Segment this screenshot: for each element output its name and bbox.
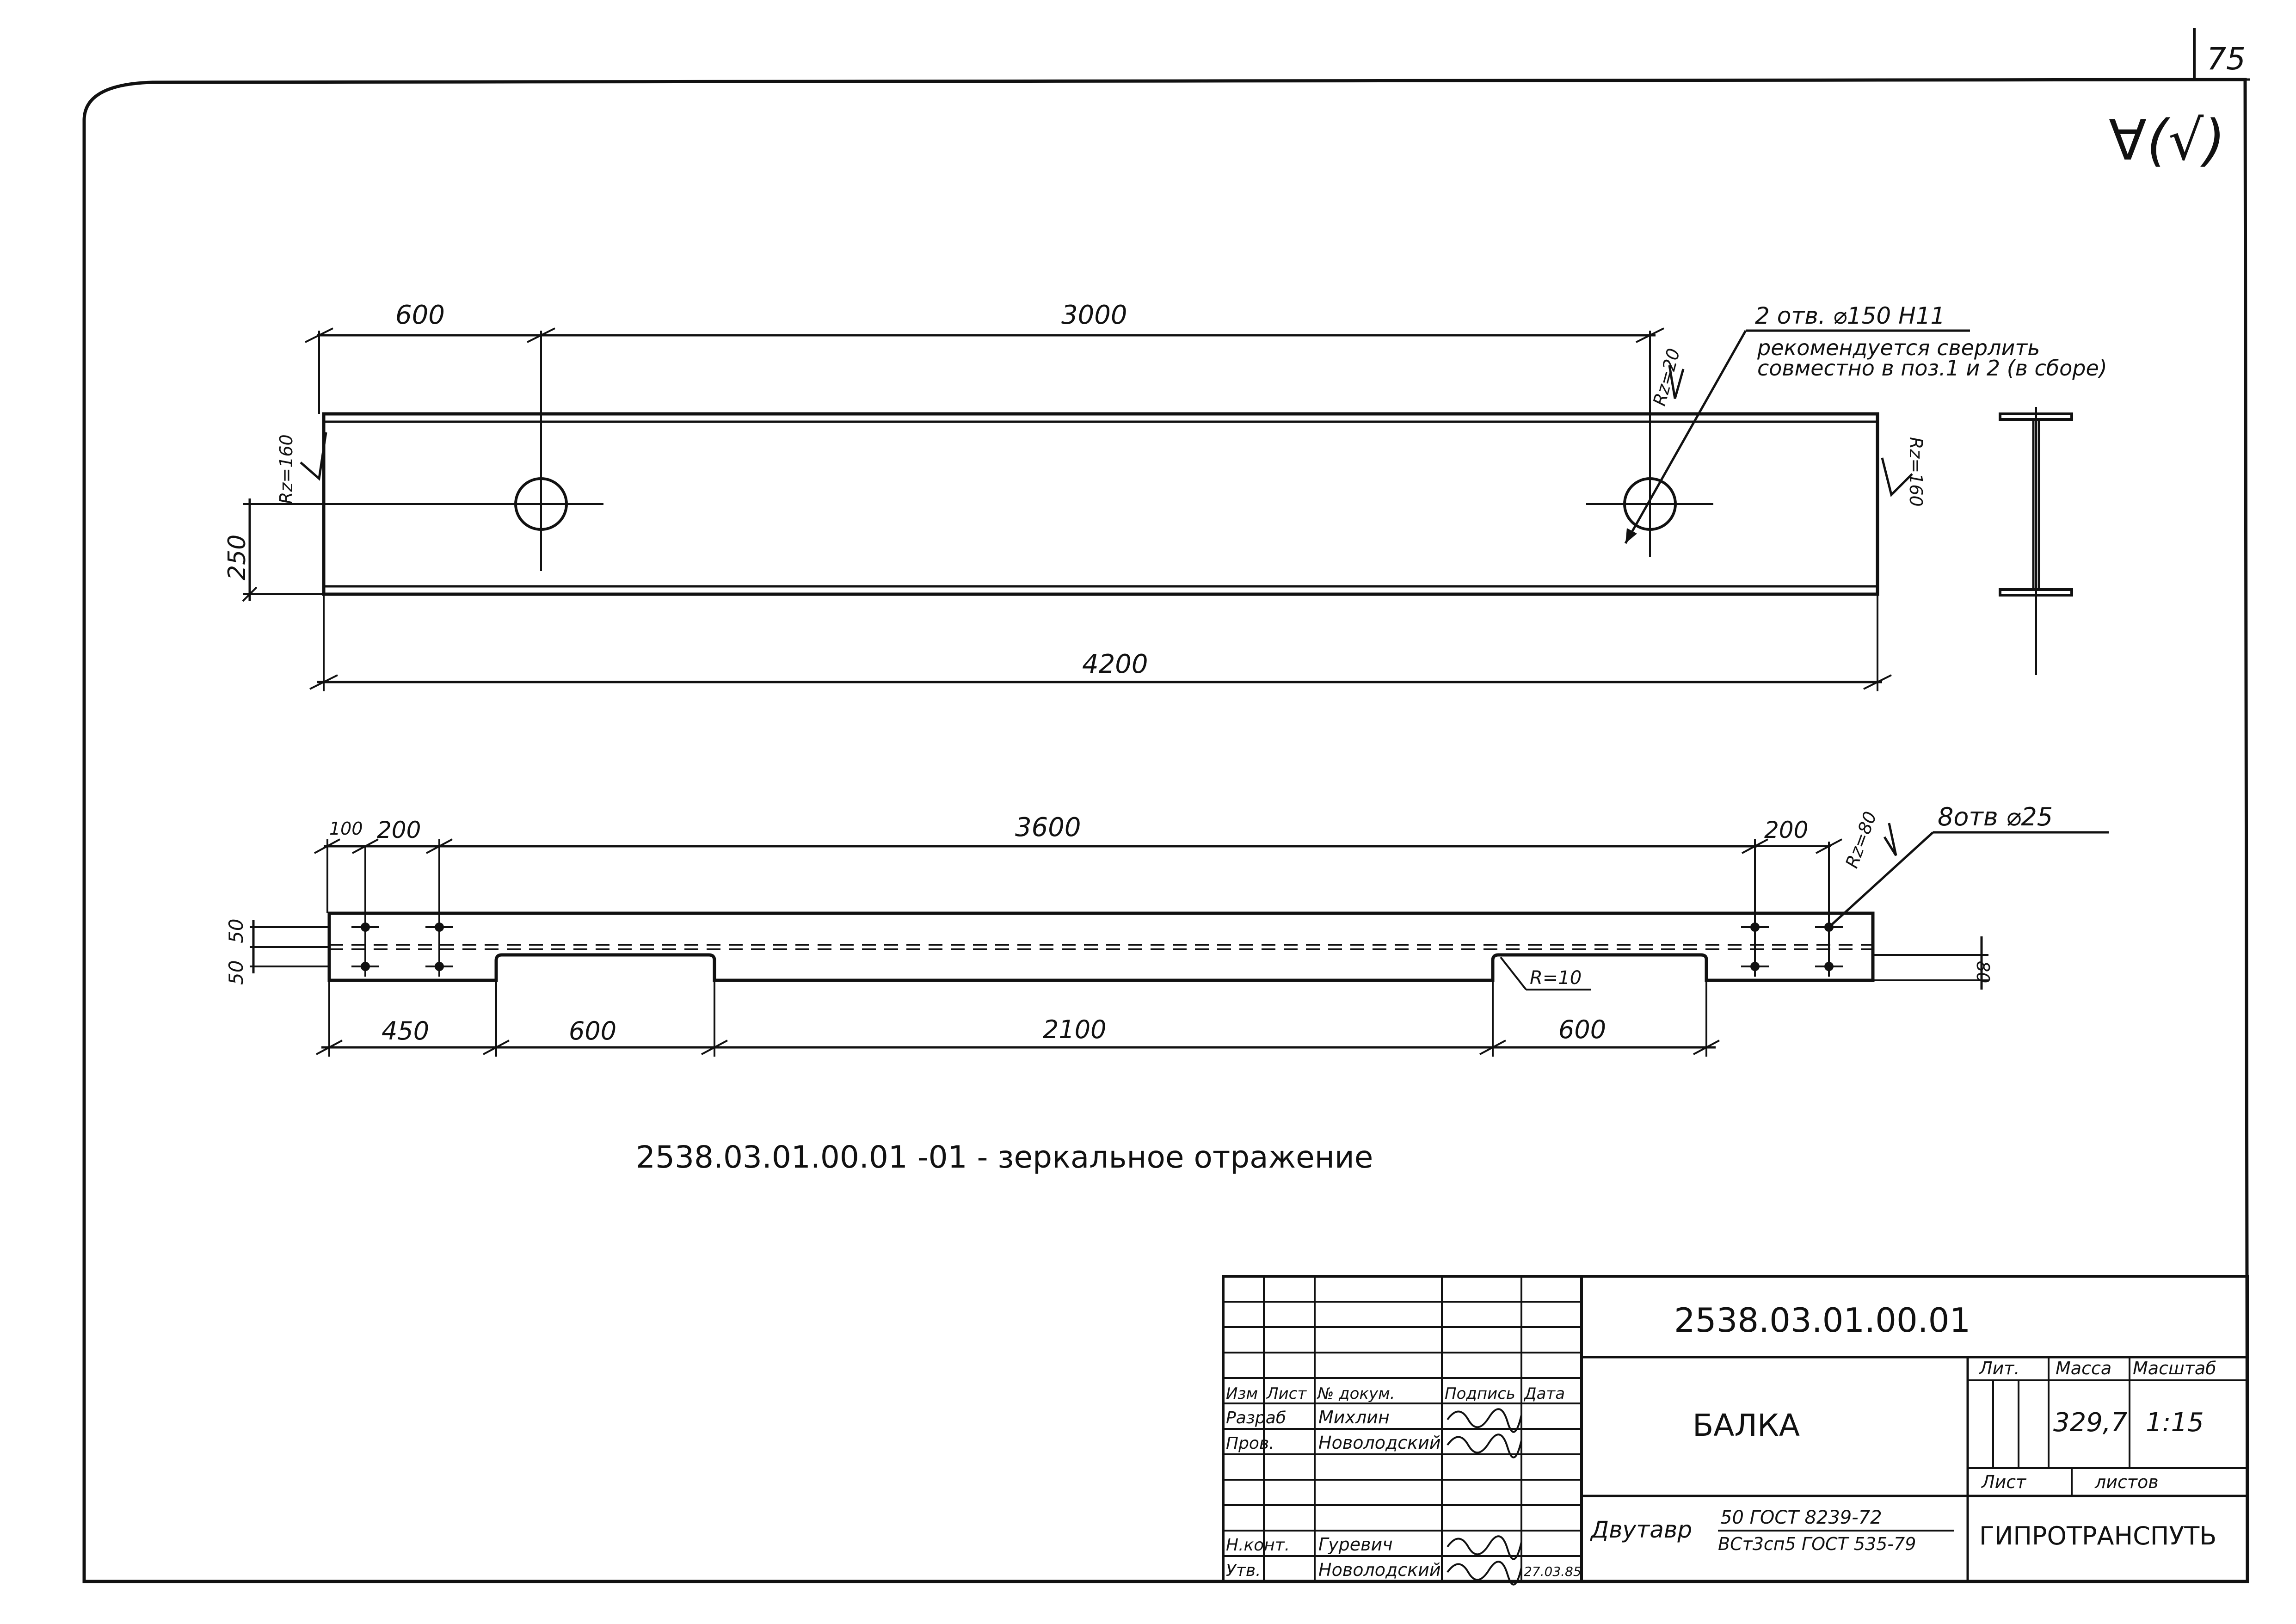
tb-sign-name: Новолодский bbox=[1318, 1560, 1441, 1580]
front-view: 600 3000 4200 250 Rz=160 Rz=160 Rz=20 2 … bbox=[223, 300, 2107, 691]
tb-change-header: Лист bbox=[1266, 1384, 1307, 1403]
dim-flange-offset-b: 50 bbox=[225, 960, 247, 985]
hole-note-line3: совместно в поз.1 и 2 (в сборе) bbox=[1757, 356, 2107, 381]
left-hole bbox=[257, 331, 603, 571]
signature-scribble bbox=[1447, 1535, 1522, 1560]
tb-sheets-label: листов bbox=[2094, 1472, 2159, 1492]
tb-designation: 2538.03.01.00.01 bbox=[1674, 1301, 1970, 1340]
signature-scribble bbox=[1447, 1561, 1522, 1586]
bolt-holes bbox=[351, 917, 1843, 977]
tb-sign-name: Новолодский bbox=[1318, 1433, 1441, 1453]
roughness-left: Rz=160 bbox=[276, 434, 296, 504]
tb-change-header: Изм bbox=[1226, 1384, 1258, 1403]
tb-change-header: Подпись bbox=[1445, 1384, 1515, 1403]
sheet-frame bbox=[82, 28, 2250, 1583]
plan-hole-note: 8отв ⌀25 bbox=[1938, 802, 2053, 831]
tb-material-label: Двутавр bbox=[1590, 1516, 1692, 1543]
leader-arrow bbox=[1625, 528, 1637, 543]
tb-lit-header: Лит. bbox=[1978, 1358, 2020, 1378]
plan-roughness: Rz=80 bbox=[1841, 809, 1881, 871]
page-number: 75 bbox=[2207, 41, 2246, 77]
tb-change-header: № докум. bbox=[1317, 1384, 1395, 1403]
dim-left-offset: 600 bbox=[395, 300, 445, 330]
tb-sign-role: Утв. bbox=[1226, 1561, 1261, 1580]
signature-scribble bbox=[1447, 1408, 1522, 1433]
signature-scribble bbox=[1447, 1433, 1522, 1458]
roughness-right: Rz=160 bbox=[1906, 437, 1926, 507]
general-roughness-symbol: ∀(√) bbox=[2109, 109, 2225, 173]
tb-sign-date: 27.03.85 bbox=[1524, 1564, 1582, 1579]
dim-seg-left: 450 bbox=[382, 1016, 429, 1046]
roughness-hole: Rz=20 bbox=[1649, 346, 1684, 408]
tb-sign-role: Н.конт. bbox=[1226, 1536, 1290, 1555]
tb-sheet-label: Лист bbox=[1981, 1472, 2027, 1492]
dim-hole-pitch-right: 200 bbox=[1764, 817, 1808, 843]
tb-sign-name: Михлин bbox=[1318, 1407, 1390, 1427]
radius-note: R=10 bbox=[1530, 967, 1582, 989]
tb-mass-header: Масса bbox=[2056, 1358, 2111, 1378]
dim-hole-span: 3600 bbox=[1015, 812, 1081, 843]
tb-sign-role: Пров. bbox=[1226, 1434, 1274, 1453]
tb-scale-value: 1:15 bbox=[2146, 1408, 2204, 1438]
right-hole bbox=[1586, 331, 1713, 557]
tb-sign-name: Гуревич bbox=[1318, 1534, 1393, 1555]
plan-view: 100 200 3600 200 50 50 80 450 600 2100 6… bbox=[225, 802, 2109, 1057]
tb-change-header: Дата bbox=[1523, 1384, 1565, 1403]
dim-flange-offset-a: 50 bbox=[225, 919, 247, 943]
tb-sign-role: Разраб bbox=[1226, 1409, 1286, 1427]
dim-seg-middle: 2100 bbox=[1043, 1015, 1106, 1044]
tb-organization: ГИПРОТРАНСПУТЬ bbox=[1979, 1521, 2216, 1550]
dim-notch-depth: 80 bbox=[1973, 961, 1993, 983]
tb-material-top: 50 ГОСТ 8239-72 bbox=[1720, 1507, 1882, 1528]
dim-notch-left: 600 bbox=[569, 1016, 616, 1046]
hole-note-line2: рекомендуется сверлить bbox=[1757, 335, 2040, 360]
tb-material-bottom: ВСт3сп5 ГОСТ 535-79 bbox=[1718, 1534, 1916, 1554]
ibeam-cross-section bbox=[1999, 407, 2073, 675]
hole-note-line1: 2 отв. ⌀150 H11 bbox=[1755, 302, 1945, 329]
dim-hole-spacing: 3000 bbox=[1061, 300, 1127, 330]
dim-hole-pitch-left: 200 bbox=[377, 817, 421, 843]
dim-edge-offset: 100 bbox=[329, 818, 363, 839]
tb-part-name: БАЛКА bbox=[1693, 1408, 1800, 1443]
dim-overall-length: 4200 bbox=[1082, 649, 1148, 679]
mirror-note: 2538.03.01.00.01 -01 - зеркальное отраже… bbox=[636, 1139, 1373, 1175]
dim-height: 250 bbox=[223, 535, 251, 580]
dim-notch-right: 600 bbox=[1558, 1015, 1606, 1044]
tb-mass-value: 329,7 bbox=[2053, 1408, 2128, 1438]
tb-scale-header: Масштаб bbox=[2133, 1358, 2216, 1378]
